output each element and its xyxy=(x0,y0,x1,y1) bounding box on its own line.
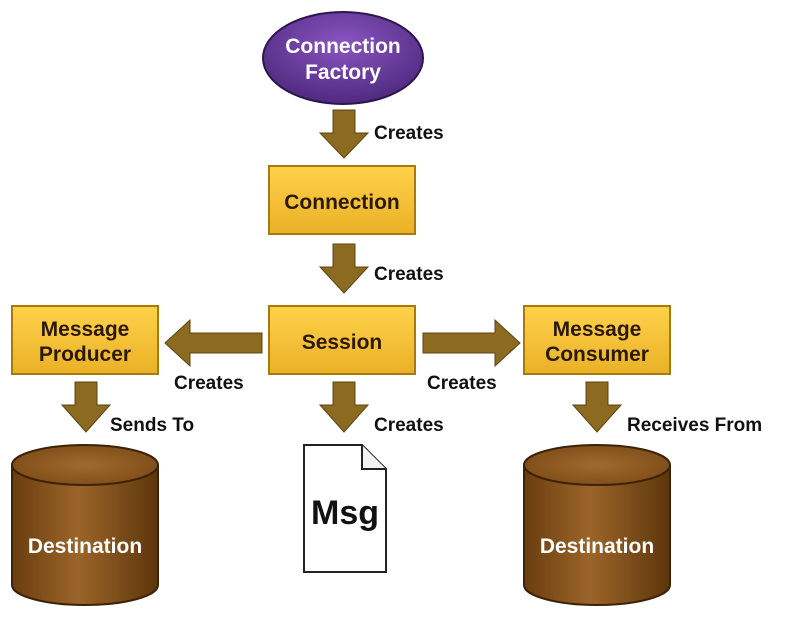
connection-factory-node: Connection Factory xyxy=(262,11,424,105)
connection-factory-label-line2: Factory xyxy=(305,61,381,84)
message-consumer-label-line2: Consumer xyxy=(545,343,649,366)
label-producer-to-destination: Sends To xyxy=(110,415,194,436)
arrow-session-to-producer xyxy=(164,318,263,368)
message-consumer-node: Message Consumer xyxy=(523,305,671,375)
message-producer-label-line1: Message xyxy=(41,318,130,341)
session-label: Session xyxy=(302,331,383,354)
connection-factory-label-line1: Connection xyxy=(285,35,401,58)
connection-node: Connection xyxy=(268,165,416,235)
arrow-connection-to-session xyxy=(318,243,370,294)
arrow-session-to-msg xyxy=(318,381,370,433)
message-consumer-label-line1: Message xyxy=(553,318,642,341)
destination-right-cylinder: Destination xyxy=(523,444,671,606)
label-session-to-producer: Creates xyxy=(174,373,244,394)
connection-label: Connection xyxy=(284,191,400,214)
arrow-consumer-to-destination xyxy=(571,381,623,433)
arrow-factory-to-connection xyxy=(318,109,370,159)
destination-left-label: Destination xyxy=(28,535,142,558)
session-node: Session xyxy=(268,305,416,375)
label-consumer-to-destination: Receives From xyxy=(627,415,762,436)
label-session-to-msg: Creates xyxy=(374,415,444,436)
label-session-to-consumer: Creates xyxy=(427,373,497,394)
message-producer-node: Message Producer xyxy=(11,305,159,375)
arrow-session-to-consumer xyxy=(422,318,521,368)
msg-label: Msg xyxy=(311,494,379,532)
arrow-producer-to-destination xyxy=(60,381,112,433)
label-factory-to-connection: Creates xyxy=(374,123,444,144)
message-producer-label-line2: Producer xyxy=(39,343,131,366)
label-connection-to-session: Creates xyxy=(374,264,444,285)
destination-left-cylinder: Destination xyxy=(11,444,159,606)
destination-right-label: Destination xyxy=(540,535,654,558)
msg-document-icon: Msg xyxy=(303,444,387,573)
